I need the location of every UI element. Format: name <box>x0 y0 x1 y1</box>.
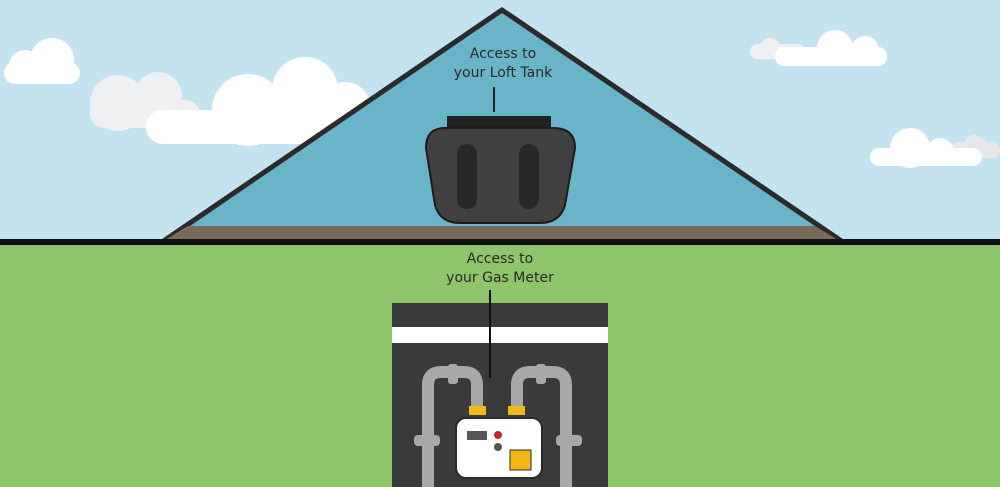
cloud-top-right <box>775 30 887 66</box>
loft-tank-slot-right <box>519 144 539 209</box>
pipe-right-collar <box>536 364 546 384</box>
loft-label-line2: your Loft Tank <box>453 65 553 81</box>
cabinet-white-stripe <box>392 327 608 343</box>
pipe-left-collar <box>448 364 458 384</box>
pipe-left-joint <box>414 435 440 446</box>
fitting-right <box>508 406 525 415</box>
loft-tank-lid <box>447 116 551 129</box>
cloud-right <box>870 128 982 168</box>
ground-line <box>0 239 1000 245</box>
cloud-left <box>4 38 80 84</box>
meter-red-light <box>494 431 502 439</box>
loft-label-line1: Access to <box>469 46 537 62</box>
gas-meter-label: Access to your Gas Meter <box>390 250 610 288</box>
loft-tank-slot-left <box>457 144 477 209</box>
pipe-right-joint <box>556 435 582 446</box>
loft-tank <box>424 127 577 224</box>
fitting-left <box>469 406 486 415</box>
meter-grey-button <box>494 443 502 451</box>
gas-label-line1: Access to <box>466 251 534 267</box>
loft-floor <box>165 226 838 240</box>
cloud-big <box>146 57 376 146</box>
meter-display <box>467 431 487 440</box>
meter-yellow-dial <box>509 449 532 471</box>
gas-label-line2: your Gas Meter <box>446 270 554 286</box>
loft-tank-label: Access to your Loft Tank <box>393 45 613 83</box>
